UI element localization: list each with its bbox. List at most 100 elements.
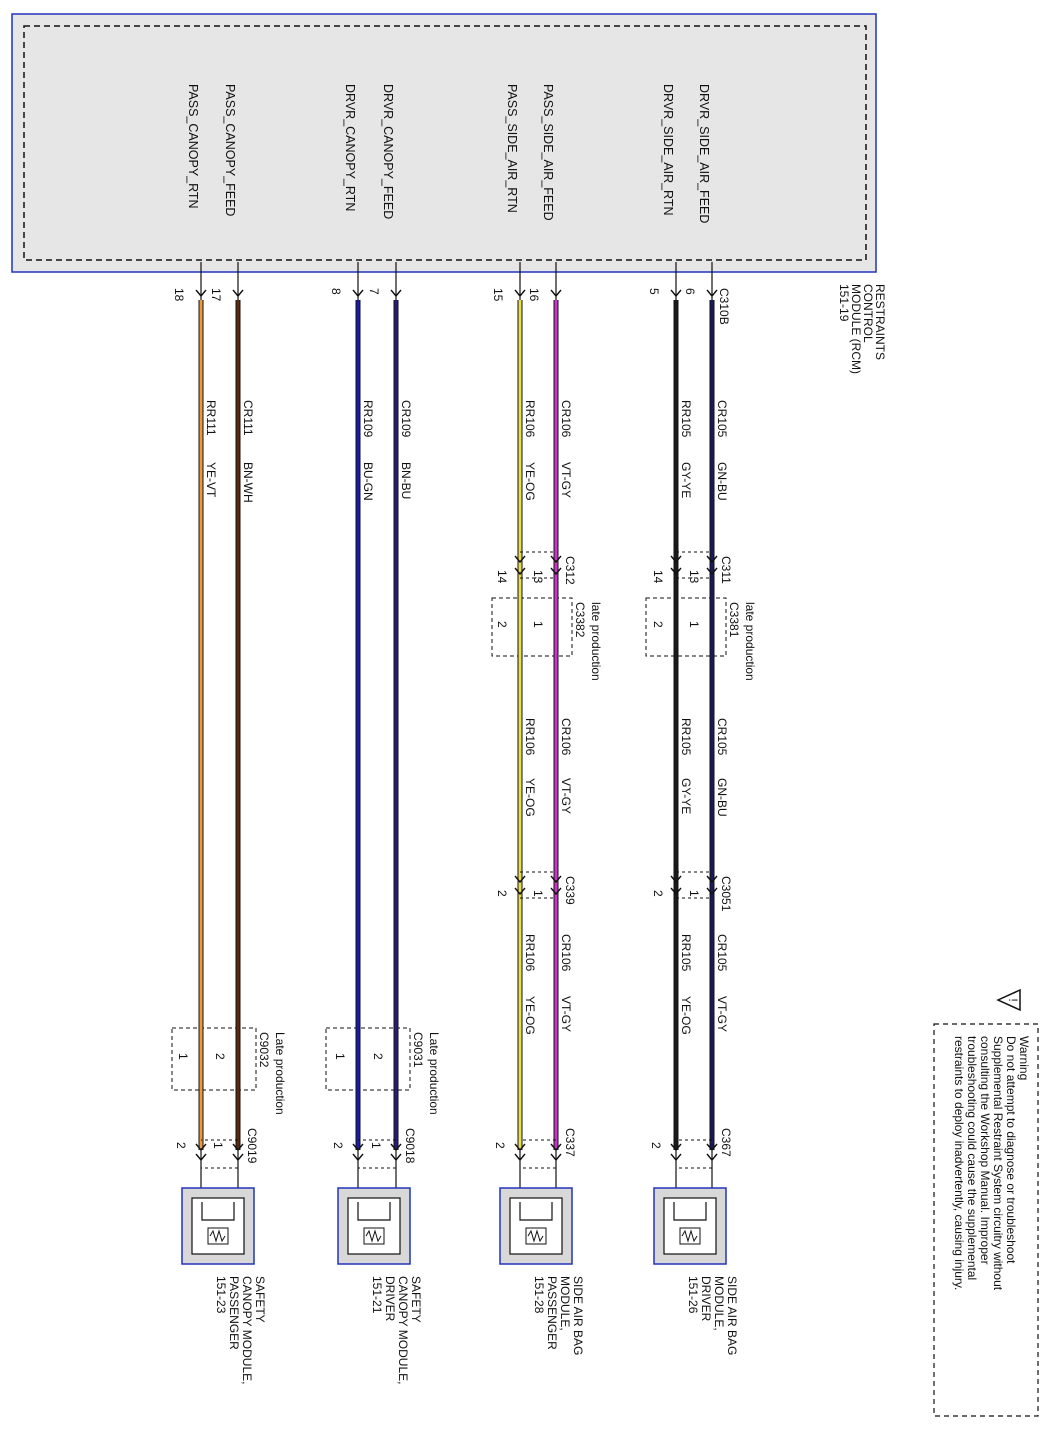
inline-connector <box>514 871 562 899</box>
pin-number: 2 <box>331 1142 345 1149</box>
late-production-connector <box>645 596 727 658</box>
circuit-number: RR106 <box>523 400 537 438</box>
production-note: Late production <box>273 1032 287 1115</box>
airbag-module <box>337 1187 411 1265</box>
module-name-text: DRIVER <box>383 1276 397 1322</box>
end-connector <box>514 1139 562 1169</box>
wire-color: VT-GY <box>559 996 573 1032</box>
rcm-signal-label: PASS_SIDE_AIR_FEED <box>541 84 555 221</box>
rcm-pin-number: 18 <box>172 288 186 302</box>
rcm-signal-label: DRVR_CANOPY_RTN <box>343 84 357 211</box>
wire-color: YE-OG <box>523 462 537 501</box>
rcm-title-text: MODULE (RCM) <box>849 284 863 374</box>
pin-number: 14 <box>495 570 509 584</box>
wire-color: BN-BU <box>399 462 413 499</box>
connector-name: C9018 <box>403 1128 417 1164</box>
wire-color: GY-YE <box>679 778 693 814</box>
pin-number: 2 <box>651 890 665 897</box>
airbag-module <box>499 1187 573 1265</box>
module-name-text: SAFETY <box>409 1276 423 1323</box>
rcm-pin-number: 6 <box>683 288 697 295</box>
wire-color: GN-BU <box>715 462 729 501</box>
rcm-signal-label: DRVR_SIDE_AIR_FEED <box>697 84 711 223</box>
circuit-number: RR105 <box>679 718 693 756</box>
circuit-number: RR111 <box>204 400 218 436</box>
wire-7 <box>232 262 244 1190</box>
circuit-number: RR109 <box>361 400 375 438</box>
pin-number: 2 <box>213 1053 227 1060</box>
rcm-pin-number: 7 <box>367 288 381 295</box>
module-name-text: CANOPY MODULE, <box>396 1276 410 1384</box>
module-name-text: 151-21 <box>370 1276 384 1314</box>
rcm-signal-label: PASS_CANOPY_RTN <box>186 84 200 209</box>
circuit-number: CR111 <box>241 400 255 436</box>
inline-connector <box>670 551 718 579</box>
wire-color: VT-GY <box>559 462 573 498</box>
wire-harness <box>195 262 718 1190</box>
pin-number: 1 <box>176 1053 190 1060</box>
pin-number: 2 <box>495 621 509 628</box>
module-name-text: SIDE AIR BAG <box>571 1276 585 1355</box>
circuit-number: CR106 <box>559 718 573 756</box>
wire-color: VT-GY <box>715 996 729 1032</box>
module-name-text: MODULE, <box>558 1276 572 1331</box>
circuit-number: CR106 <box>559 400 573 438</box>
pin-number: 2 <box>174 1142 188 1149</box>
wire-color: BU-GN <box>361 462 375 501</box>
connector-name: C337 <box>563 1128 577 1157</box>
warning-triangle-icon: ! <box>996 988 1021 1012</box>
late-production-connector <box>325 1026 411 1092</box>
rcm-pin-number: 8 <box>329 288 343 295</box>
circuit-number: CR105 <box>715 718 729 756</box>
rcm-pin-number: 5 <box>647 288 661 295</box>
circuit-number: RR106 <box>523 718 537 756</box>
rcm-pin-number: 15 <box>491 288 505 302</box>
pin-number: 1 <box>531 890 545 897</box>
pin-number: 13 <box>687 570 701 584</box>
connectors <box>171 551 727 1169</box>
end-connector <box>195 1139 244 1169</box>
rcm-signal-label: DRVR_CANOPY_FEED <box>381 84 395 219</box>
pin-number: 1 <box>687 621 701 628</box>
wire-color: YE-OG <box>523 996 537 1035</box>
airbag-module <box>181 1187 255 1265</box>
circuit-number: CR105 <box>715 934 729 972</box>
rcm-pin-number: 17 <box>209 288 223 302</box>
production-note: late production <box>589 602 603 681</box>
rcm-signal-label: PASS_SIDE_AIR_RTN <box>505 84 519 213</box>
connector-name: C9019 <box>245 1128 259 1164</box>
connector-name: C367 <box>719 1128 733 1157</box>
module-name-text: PASSENGER <box>227 1276 241 1350</box>
inline-connector <box>670 871 718 899</box>
module-name-text: PASSENGER <box>545 1276 559 1350</box>
pin-number: 2 <box>493 1142 507 1149</box>
connector-name: C9032 <box>257 1032 271 1068</box>
wire-color: GN-BU <box>715 778 729 817</box>
module-name-text: 151-23 <box>214 1276 228 1314</box>
wire-color: YE-OG <box>523 778 537 817</box>
end-connector <box>352 1139 402 1169</box>
pin-number: 2 <box>371 1053 385 1060</box>
wire-color: VT-GY <box>559 778 573 814</box>
warning-text-line: troubleshooting could cause the suppleme… <box>965 1036 979 1280</box>
module-name-text: MODULE, <box>712 1276 726 1331</box>
module-name-text: CANOPY MODULE, <box>240 1276 254 1384</box>
warning-text-line: Warning <box>1017 1036 1031 1080</box>
rcm-connector-name: C310B <box>717 288 731 325</box>
circuit-number: RR105 <box>679 934 693 972</box>
wire-8 <box>195 262 207 1190</box>
rcm-title-text: RESTRAINTS <box>873 284 887 360</box>
production-note: late production <box>743 602 757 681</box>
airbag-module <box>653 1187 727 1265</box>
module-name-text: DRIVER <box>699 1276 713 1322</box>
pin-number: 2 <box>651 621 665 628</box>
rcm-signal-label: PASS_CANOPY_FEED <box>223 84 237 216</box>
wire-6 <box>352 262 364 1190</box>
wire-color: YE-VT <box>204 462 218 498</box>
wire-4 <box>514 262 526 1190</box>
connector-name: C3381 <box>727 602 741 638</box>
connector-name: C3382 <box>573 602 587 638</box>
